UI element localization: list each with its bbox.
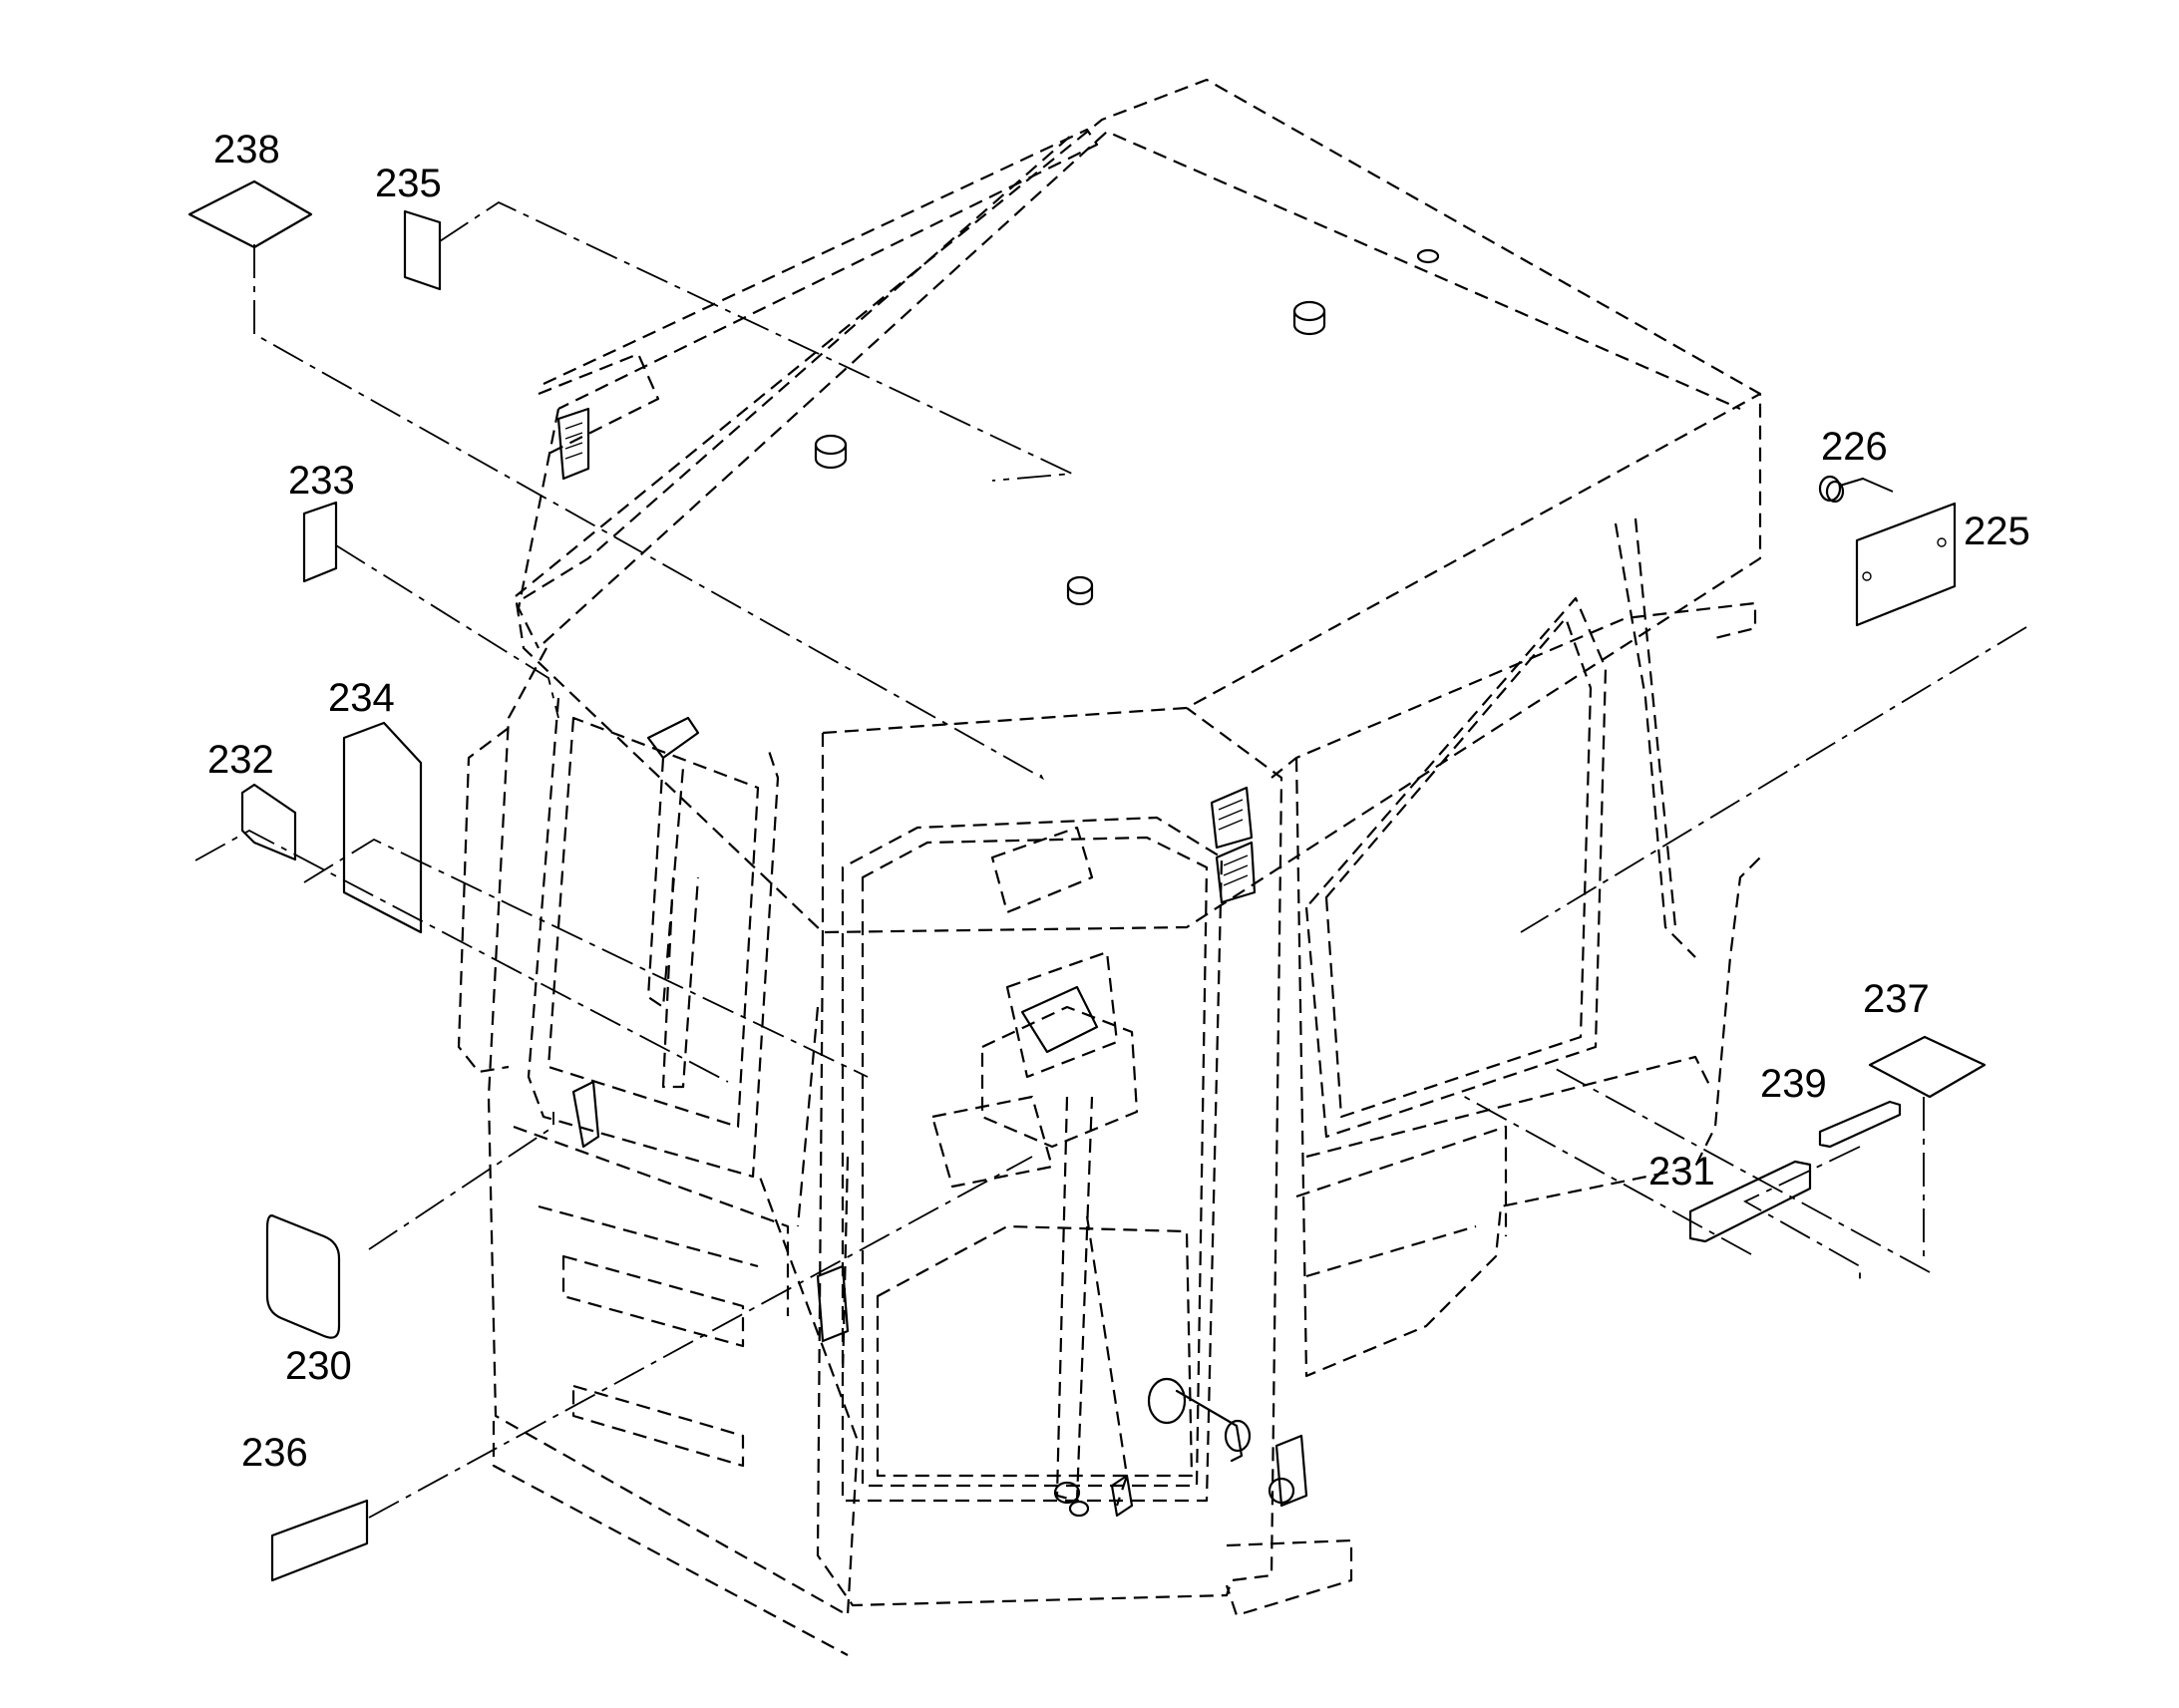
callout-225: 225	[1964, 510, 2030, 553]
part-237-plate	[1868, 1035, 1987, 1099]
part-235-decal	[403, 209, 442, 291]
cab-body	[457, 78, 1762, 1656]
callout-239: 239	[1760, 1062, 1827, 1106]
callout-226: 226	[1821, 425, 1888, 469]
part-236-decal	[270, 1499, 369, 1582]
part-225-cover-plate	[1855, 502, 1957, 627]
callout-labels: 238 235 233 234 232 230 236 226 225 237 …	[207, 128, 2030, 1475]
callout-233: 233	[288, 459, 355, 503]
part-233-decal	[302, 501, 338, 583]
callout-234: 234	[328, 676, 395, 720]
callout-236: 236	[241, 1431, 308, 1475]
callout-232: 232	[207, 738, 274, 782]
part-239-decal	[1818, 1100, 1902, 1149]
part-231-decal	[1688, 1160, 1812, 1243]
callout-231: 231	[1648, 1150, 1715, 1194]
callout-230: 230	[285, 1344, 352, 1388]
part-238-plate	[187, 179, 313, 249]
part-232-decal	[240, 783, 297, 861]
callout-237: 237	[1863, 977, 1930, 1021]
part-234-decal	[342, 721, 423, 934]
callout-235: 235	[375, 162, 442, 205]
part-230-mirror	[265, 1214, 341, 1339]
callout-238: 238	[213, 128, 280, 171]
leader-lines	[194, 200, 2027, 1519]
parts	[187, 179, 1987, 1582]
part-226-plug	[1818, 475, 1865, 504]
